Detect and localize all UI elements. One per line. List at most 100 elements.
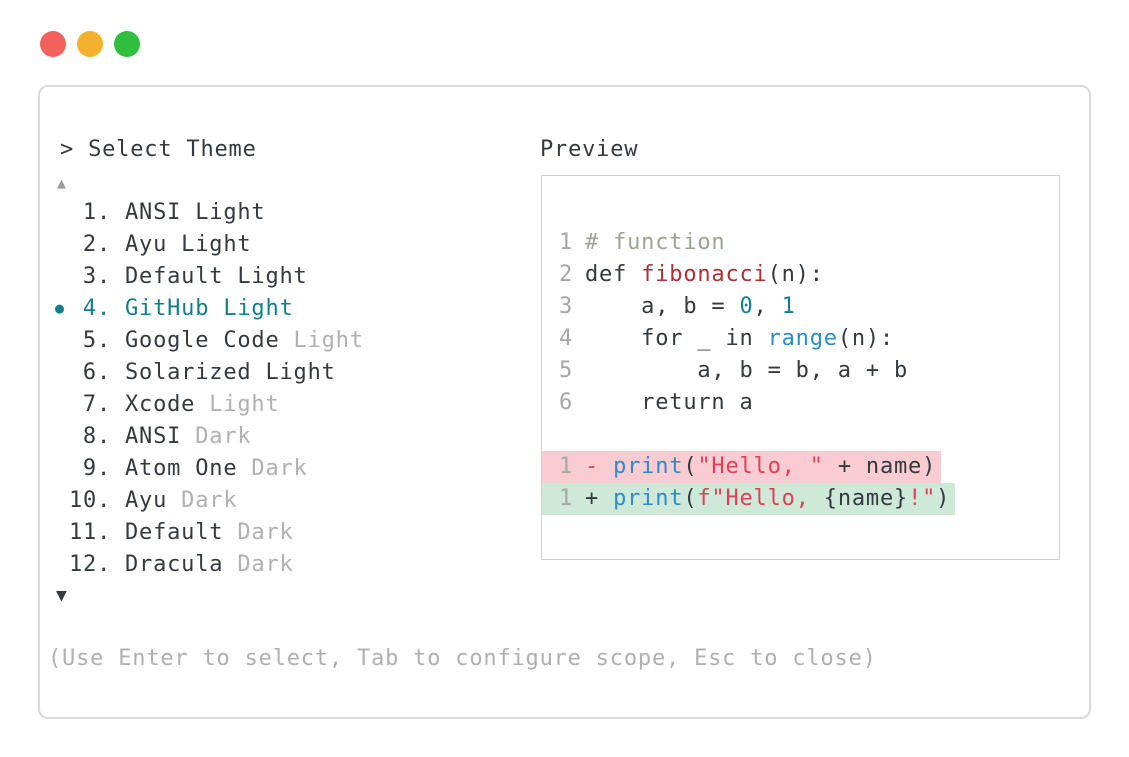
- code-token-comment: # function: [585, 230, 726, 255]
- theme-list-item[interactable]: 9. Atom One Dark: [40, 452, 530, 484]
- prompt-select-theme: > Select Theme: [60, 137, 257, 162]
- theme-item-number: 7.: [82, 391, 111, 417]
- line-number: 3: [558, 294, 573, 319]
- theme-item-variant-label: Dark: [223, 519, 294, 545]
- theme-item-variant-label: Light: [279, 327, 364, 353]
- code-line-content: 4 for _ in range(n):: [542, 323, 899, 355]
- theme-list: 1.ANSI Light 2. Ayu Light 3.Default Light ● 4…: [40, 196, 530, 580]
- theme-item-variant-label: Light: [195, 391, 280, 417]
- theme-item-label: Google Code Light: [125, 327, 364, 353]
- selected-bullet-icon: ●: [55, 299, 65, 317]
- theme-list-item[interactable]: 3.Default Light: [40, 260, 530, 292]
- theme-list-item[interactable]: 8. ANSI Dark: [40, 420, 530, 452]
- code-token-text: +: [585, 486, 614, 511]
- code-line-content: 1 + print(f"Hello, {name}!"): [542, 483, 956, 515]
- theme-item-variant-label: Dark: [237, 455, 308, 481]
- theme-item-variant-label: Dark: [181, 423, 252, 449]
- theme-list-item[interactable]: 1.ANSI Light: [40, 196, 530, 228]
- theme-item-label: GitHub Light: [125, 295, 294, 321]
- line-number: 2: [558, 262, 573, 287]
- code-token-text: ,: [753, 294, 782, 319]
- code-token-text: for _ in: [585, 326, 768, 351]
- theme-item-number: 11.: [69, 519, 112, 545]
- theme-list-item[interactable]: 11. Default Dark: [40, 516, 530, 548]
- code-token-text: (: [683, 486, 698, 511]
- code-line-removed: 1- print("Hello, " + name): [542, 451, 1059, 483]
- code-token-text: a, b =: [585, 294, 740, 319]
- theme-item-number: 10.: [69, 487, 112, 513]
- theme-item-label: Xcode Light: [125, 391, 280, 417]
- code-token-text: (n):: [837, 326, 895, 351]
- theme-item-number: 12.: [69, 551, 112, 577]
- code-line: 6 return a: [542, 387, 1059, 419]
- close-button[interactable]: [40, 31, 66, 57]
- code-line-content: 6 return a: [542, 387, 759, 419]
- maximize-button[interactable]: [114, 31, 140, 57]
- theme-item-label: Solarized Light: [125, 359, 336, 385]
- minimize-button[interactable]: [77, 31, 103, 57]
- line-number: 1: [558, 454, 573, 479]
- theme-item-label: Default Light: [125, 263, 308, 289]
- theme-list-item[interactable]: 10. Ayu Dark: [40, 484, 530, 516]
- code-line-added: 1 + print(f"Hello, {name}!"): [542, 483, 1059, 515]
- code-line: 4 for _ in range(n):: [542, 323, 1059, 355]
- theme-item-label: Atom One Dark: [125, 455, 308, 481]
- theme-item-label: Default Dark: [125, 519, 294, 545]
- theme-item-number: 2.: [82, 231, 111, 257]
- code-token-number: 0: [739, 294, 754, 319]
- code-line-content: 5 a, b = b, a + b: [542, 355, 913, 387]
- code-line: 5 a, b = b, a + b: [542, 355, 1059, 387]
- line-number: 6: [558, 390, 573, 415]
- code-token-string: !": [908, 486, 937, 511]
- code-token-text: a, b = b, a + b: [585, 358, 909, 383]
- theme-list-item[interactable]: 5. Google Code Light: [40, 324, 530, 356]
- code-token-builtin: print: [613, 454, 684, 479]
- theme-item-variant-label: Dark: [223, 551, 294, 577]
- line-number: 1: [558, 486, 573, 511]
- scroll-up-icon[interactable]: ▲: [57, 174, 67, 192]
- theme-item-number: 5.: [82, 327, 111, 353]
- code-token-string: f"Hello,: [697, 486, 824, 511]
- theme-list-item[interactable]: 12.Dracula Dark: [40, 548, 530, 580]
- theme-item-variant-label: Dark: [167, 487, 238, 513]
- code-line-content: 1- print("Hello, " + name): [542, 451, 942, 483]
- theme-item-label: ANSI Dark: [125, 423, 252, 449]
- theme-list-item[interactable]: 2. Ayu Light: [40, 228, 530, 260]
- code-token-builtin: print: [613, 486, 684, 511]
- line-number: 4: [558, 326, 573, 351]
- code-token-text: {name}: [823, 486, 909, 511]
- theme-list-item[interactable]: 6. Solarized Light: [40, 356, 530, 388]
- theme-selector-panel: > Select Theme Preview ▲ 1.ANSI Light 2. A…: [38, 85, 1091, 719]
- theme-item-number: 9.: [82, 455, 111, 481]
- theme-item-number: 6.: [82, 359, 111, 385]
- theme-item-label: Ayu Dark: [125, 487, 238, 513]
- code-line-content: 3 a, b = 0, 1: [542, 291, 801, 323]
- preview-label: Preview: [540, 137, 639, 162]
- code-token-number: 1: [781, 294, 796, 319]
- code-line: [542, 419, 1059, 451]
- code-token-text: ): [936, 486, 951, 511]
- theme-item-number: 8.: [82, 423, 111, 449]
- help-text: (Use Enter to select, Tab to configure s…: [48, 646, 877, 671]
- code-line: 1# function: [542, 227, 1059, 259]
- code-token-text: (: [683, 454, 698, 479]
- code-token-diff_minus: -: [585, 454, 614, 479]
- theme-item-label: ANSI Light: [125, 199, 266, 225]
- code-token-text: return a: [585, 390, 754, 415]
- theme-list-item[interactable]: ● 4. GitHub Light: [40, 292, 530, 324]
- code-token-text: + name): [823, 454, 937, 479]
- window-controls: [40, 31, 140, 57]
- code-token-text: def: [585, 262, 642, 287]
- line-number: 5: [558, 358, 573, 383]
- code-line: 3 a, b = 0, 1: [542, 291, 1059, 323]
- theme-item-number: 4.: [82, 295, 111, 321]
- scroll-down-icon[interactable]: ▼: [56, 585, 67, 606]
- code-line-content: [542, 419, 563, 451]
- theme-list-item[interactable]: 7. Xcode Light: [40, 388, 530, 420]
- theme-item-label: Ayu Light: [125, 231, 252, 257]
- code-token-func: fibonacci: [641, 262, 768, 287]
